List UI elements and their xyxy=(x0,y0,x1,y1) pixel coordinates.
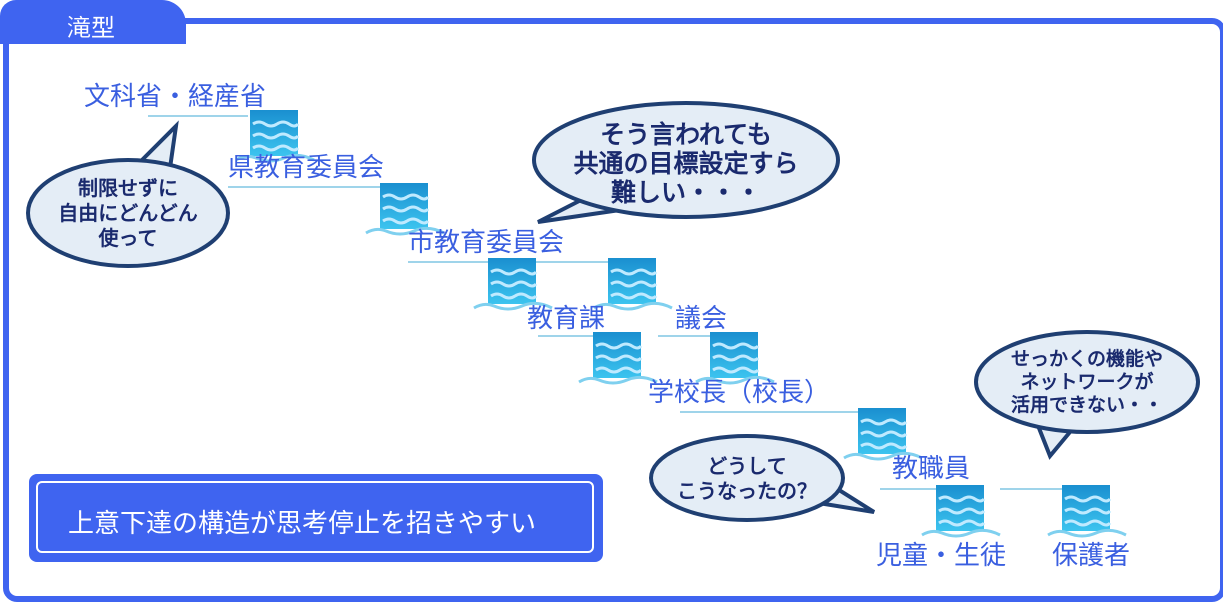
title-tab-label: 滝型 xyxy=(67,14,115,42)
waterfall-6b xyxy=(1046,483,1128,538)
bubble-2-text: そう言われても 共通の目標設定すら 難しい・・・ xyxy=(573,120,799,207)
bubble-1-text: 制限せずに 自由にどんどん 使って xyxy=(58,176,198,250)
waterfall-5 xyxy=(842,406,924,461)
level-assembly: 議会 xyxy=(675,304,728,334)
step-line-4a xyxy=(538,335,593,337)
step-line-2 xyxy=(228,186,380,188)
waterfall-3 xyxy=(472,256,554,311)
level-teachers: 教職員 xyxy=(892,454,971,484)
waterfall-4b xyxy=(694,330,776,385)
bubble-3-text: せっかくの機能や ネットワークが 活用できない・・ xyxy=(1010,348,1163,416)
level-principal: 学校長（校長） xyxy=(648,378,831,408)
waterfall-2 xyxy=(364,181,446,236)
waterfall-3b xyxy=(592,256,674,311)
level-prefecture-board: 県教育委員会 xyxy=(228,153,385,183)
step-line-1 xyxy=(148,115,248,117)
level-education-section: 教育課 xyxy=(527,304,606,334)
waterfall-4a xyxy=(577,330,659,385)
summary-banner-text: 上意下達の構造が思考停止を招きやすい xyxy=(68,509,537,539)
waterfall-6 xyxy=(920,483,1002,538)
bubble-4-text: どうして こうなったの？ xyxy=(677,454,817,503)
level-students: 児童・生徒 xyxy=(876,541,1007,571)
step-line-3 xyxy=(408,261,488,263)
step-line-3b xyxy=(488,261,608,263)
summary-banner: 上意下達の構造が思考停止を招きやすい xyxy=(29,474,603,562)
level-guardians: 保護者 xyxy=(1052,541,1131,571)
level-city-board: 市教育委員会 xyxy=(408,228,565,258)
step-line-6 xyxy=(880,488,936,490)
step-line-5 xyxy=(680,411,858,413)
step-line-6b xyxy=(1000,488,1062,490)
step-line-4b xyxy=(658,335,710,337)
title-tab: 滝型 xyxy=(0,0,186,44)
level-ministry: 文科省・経産省 xyxy=(84,82,267,112)
